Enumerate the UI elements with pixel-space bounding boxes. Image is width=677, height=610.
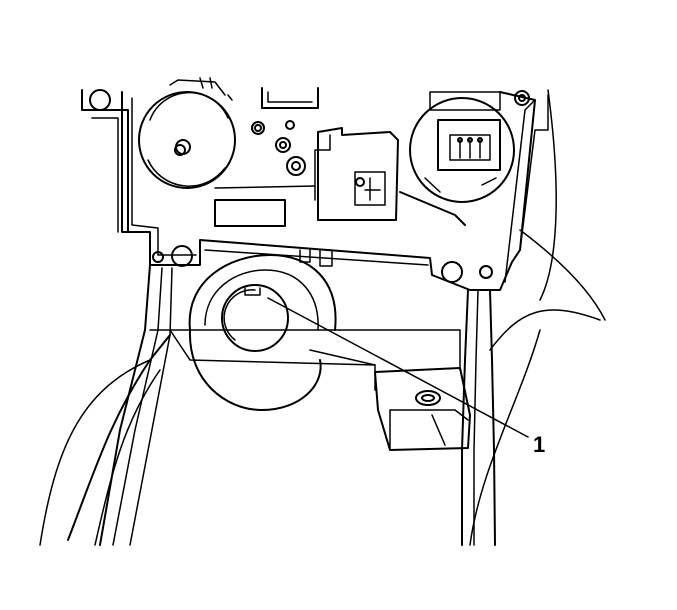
right-trim-strip <box>461 94 549 546</box>
lower-console-panel <box>149 329 461 391</box>
electrical-connector-housing <box>399 91 515 226</box>
mounting-fasteners <box>251 120 306 176</box>
label-plate <box>214 199 286 227</box>
callout-leader-1 <box>267 297 529 438</box>
upper-center-bracket <box>214 87 319 189</box>
mounting-bracket-block <box>374 367 471 451</box>
left-trim-strip <box>81 89 173 546</box>
switch-module <box>314 127 399 221</box>
instrument-bezel-panel <box>89 89 536 291</box>
steering-column-collar <box>188 254 337 411</box>
callout-label-1: 1 <box>533 432 545 457</box>
rotary-control-knob <box>138 77 236 189</box>
outer-trim-panel <box>39 89 606 546</box>
